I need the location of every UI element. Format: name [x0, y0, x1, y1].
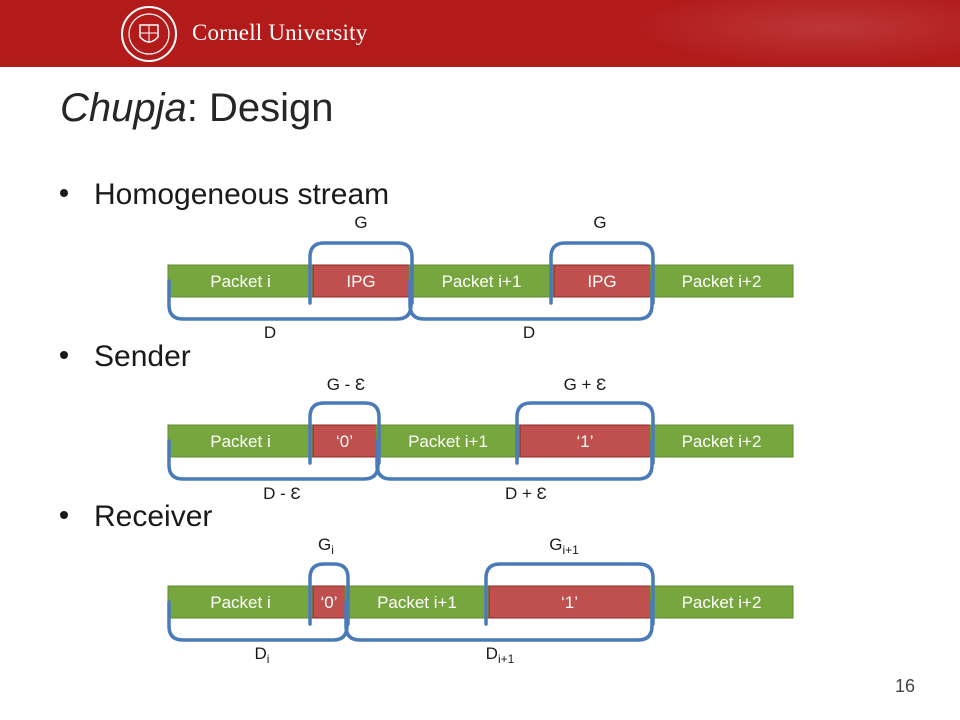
title-rest: : Design — [186, 86, 334, 130]
segment-label: Packet i+1 — [377, 593, 457, 612]
packet-segment — [649, 264, 794, 298]
packet-segment — [344, 585, 490, 619]
bullet-sender: Sender — [60, 340, 191, 374]
gap-bracket — [308, 401, 381, 465]
packet-segment — [408, 264, 555, 298]
gap-label: Gi+1 — [549, 535, 579, 557]
segment-label: Packet i — [210, 432, 270, 451]
gap-bracket — [484, 562, 655, 626]
segment-label: Packet i+1 — [408, 432, 488, 451]
university-name: Cornell University — [192, 20, 368, 45]
segment-label: ‘1’ — [576, 432, 593, 451]
packet-segment — [167, 264, 314, 298]
bullet-dot — [60, 351, 68, 360]
segment-label: Packet i+2 — [682, 593, 762, 612]
bullet-homogeneous: Homogeneous stream — [60, 178, 389, 212]
gap-label: G - Ɛ — [327, 375, 366, 394]
gap-segment — [553, 264, 651, 298]
bullet-dot — [60, 511, 68, 520]
packet-segment — [649, 424, 794, 458]
segment-label: Packet i+1 — [442, 272, 522, 291]
distance-bracket — [344, 600, 654, 642]
gap-bracket — [308, 241, 414, 305]
cornell-seal-icon — [121, 6, 177, 62]
segment-label: IPG — [587, 272, 616, 291]
packet-segment — [649, 585, 794, 619]
bullet-text: Receiver — [94, 500, 213, 533]
gap-bracket — [549, 241, 655, 305]
segment-label: ‘0’ — [336, 432, 353, 451]
distance-bracket — [408, 279, 654, 321]
bullet-text: Sender — [94, 340, 191, 373]
gap-label: G — [593, 213, 606, 232]
distance-label: Di+1 — [486, 644, 515, 666]
segment-label: ‘1’ — [561, 593, 578, 612]
segment-label: Packet i+2 — [682, 272, 762, 291]
header-bar: Cornell University — [0, 0, 960, 67]
segment-label: Packet i — [210, 272, 270, 291]
segment-label: ‘0’ — [320, 593, 337, 612]
segment-label: Packet i — [210, 593, 270, 612]
gap-label: G + Ɛ — [564, 375, 607, 394]
gap-label: G — [354, 213, 367, 232]
slide-title: Chupja: Design — [60, 86, 334, 131]
distance-label: D - Ɛ — [263, 484, 301, 503]
bullet-receiver: Receiver — [60, 500, 212, 534]
page-number: 16 — [894, 676, 915, 696]
gap-segment — [488, 585, 651, 619]
title-italic: Chupja — [60, 86, 187, 130]
packet-segment — [167, 424, 314, 458]
header-texture — [630, 0, 960, 67]
segment-label: Packet i+2 — [682, 432, 762, 451]
gap-bracket — [308, 562, 350, 626]
distance-bracket — [375, 439, 654, 481]
bullet-dot — [60, 189, 68, 198]
packet-segment — [167, 585, 314, 619]
distance-label: D — [264, 323, 276, 342]
gap-segment — [519, 424, 651, 458]
gap-segment — [312, 264, 410, 298]
distance-label: Di — [255, 644, 270, 666]
segment-label: IPG — [346, 272, 375, 291]
bullet-text: Homogeneous stream — [94, 178, 390, 211]
distance-label: D + Ɛ — [505, 484, 547, 503]
distance-label: D — [523, 323, 535, 342]
gap-bracket — [515, 401, 655, 465]
gap-label: Gi — [318, 535, 334, 557]
